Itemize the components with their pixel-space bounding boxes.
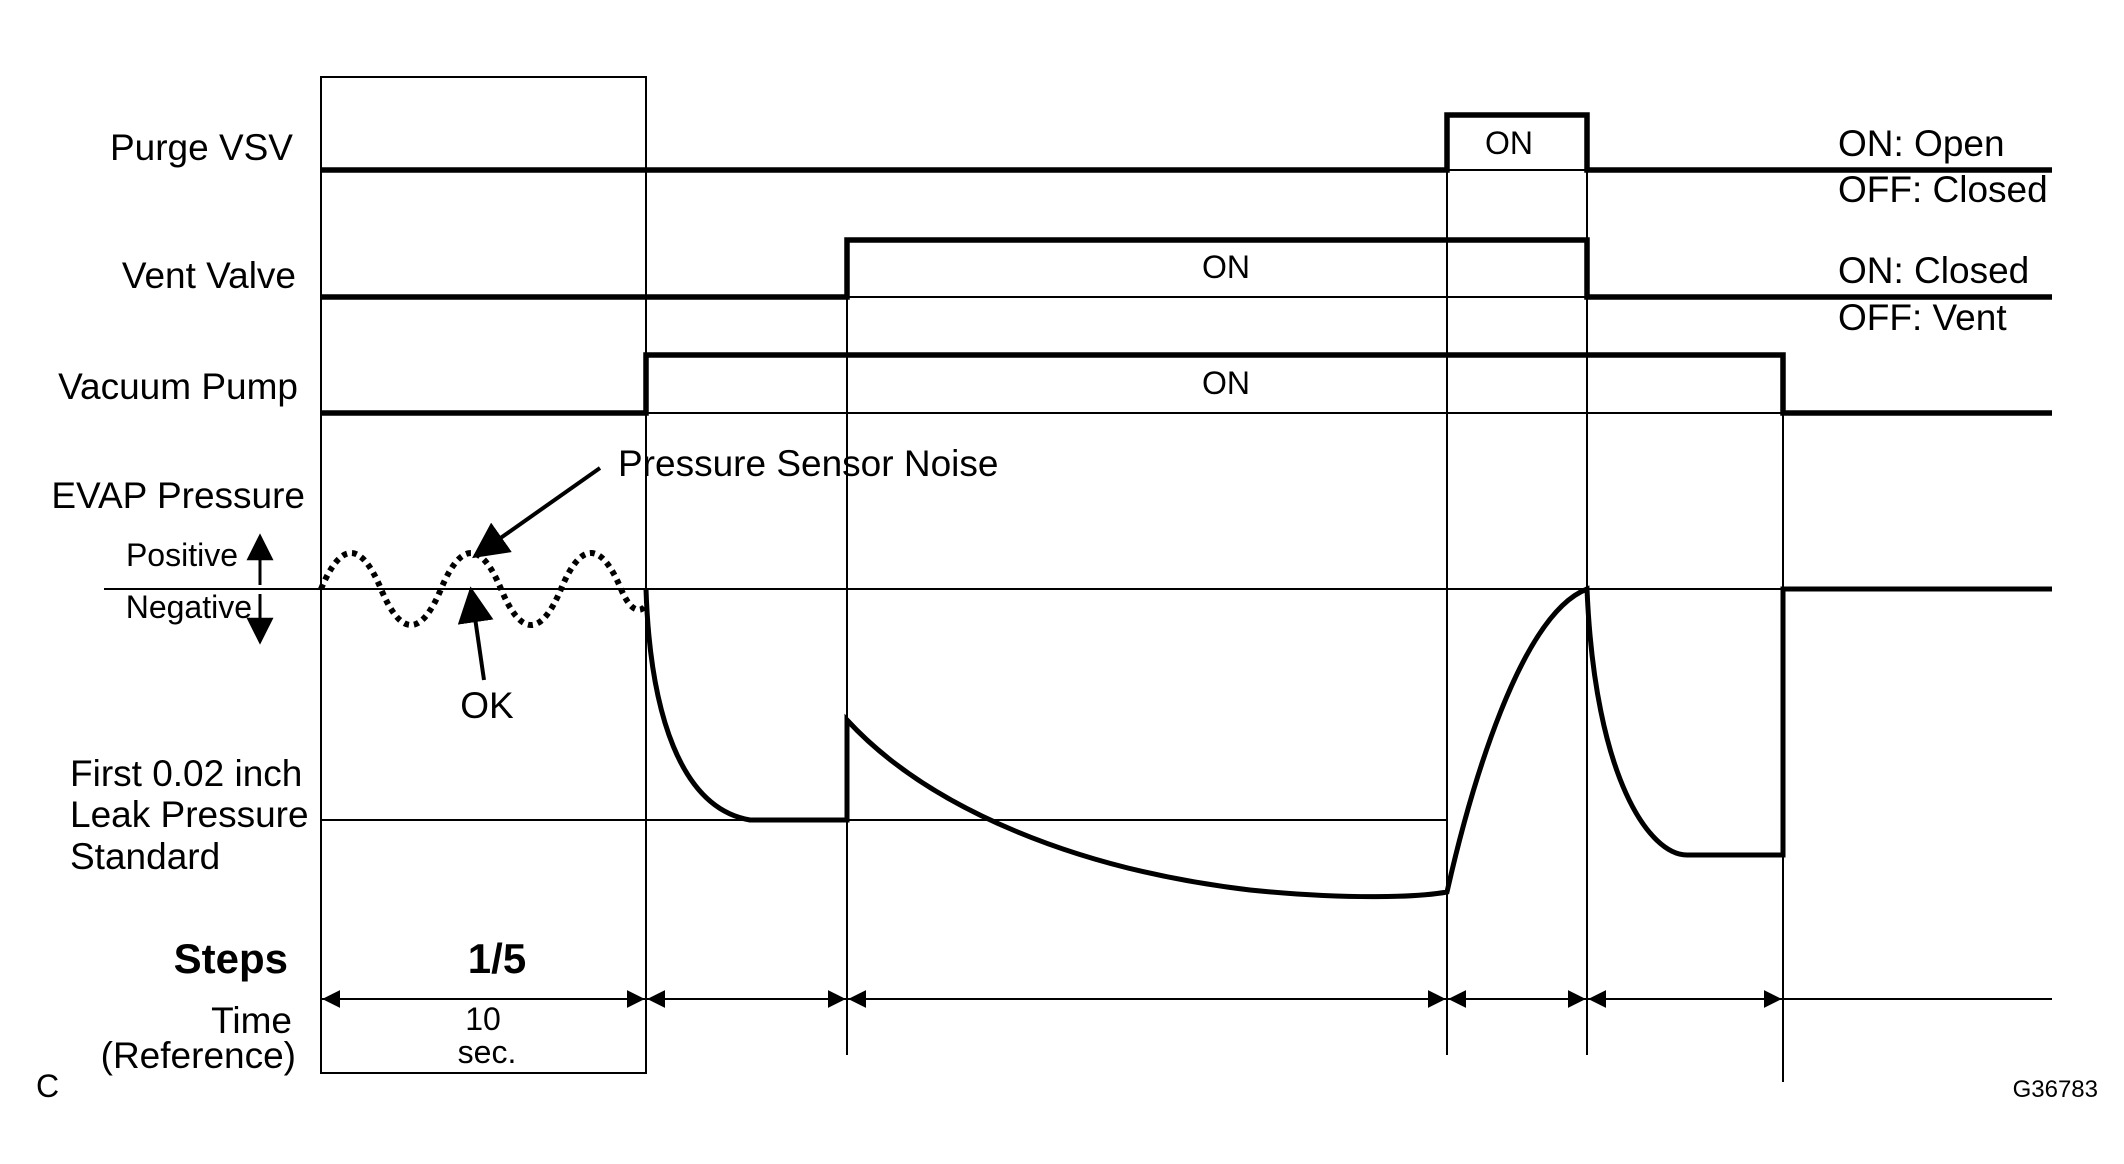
corner-label: C xyxy=(36,1068,59,1104)
pressure-sensor-noise-label: Pressure Sensor Noise xyxy=(618,443,998,484)
steps-label: Steps xyxy=(174,935,288,982)
ok-label: OK xyxy=(460,685,514,726)
purge-vsv-signal xyxy=(321,112,2052,173)
figure-id: G36783 xyxy=(2013,1076,2098,1103)
vent-valve-legend-off: OFF: Vent xyxy=(1838,297,2007,338)
vent-valve-on-text: ON xyxy=(1202,249,1250,285)
vacuum-pump-on-text: ON xyxy=(1202,365,1250,401)
ok-arrow xyxy=(457,586,494,681)
evap-pressure-trace xyxy=(643,585,2052,900)
time-unit: sec. xyxy=(458,1034,517,1070)
vacuum-pump-label: Vacuum Pump xyxy=(58,366,298,407)
leak-standard-line3: Standard xyxy=(70,836,220,877)
purge-vsv-on-text: ON xyxy=(1485,125,1533,161)
leak-standard-line2: Leak Pressure xyxy=(70,794,309,835)
leak-standard-line1: First 0.02 inch xyxy=(70,753,302,794)
time-label-line1: Time xyxy=(211,1000,292,1041)
vent-valve-legend-on: ON: Closed xyxy=(1838,250,2029,291)
time-value: 10 xyxy=(465,1001,501,1037)
time-label-line2: (Reference) xyxy=(101,1035,296,1076)
evap-pressure-label: EVAP Pressure xyxy=(51,475,305,516)
step1-label: 1/5 xyxy=(468,935,526,982)
positive-label: Positive xyxy=(126,537,238,573)
noise-arrow xyxy=(472,466,602,559)
sensor-noise-wave xyxy=(318,550,649,628)
negative-label: Negative xyxy=(126,589,252,625)
vent-valve-label: Vent Valve xyxy=(122,255,296,296)
purge-vsv-label: Purge VSV xyxy=(110,127,293,168)
purge-vsv-legend-on: ON: Open xyxy=(1838,123,2005,164)
purge-vsv-legend-off: OFF: Closed xyxy=(1838,169,2048,210)
vent-valve-signal xyxy=(321,237,2052,300)
step1-box xyxy=(320,76,647,1074)
vacuum-pump-signal xyxy=(321,352,2052,416)
